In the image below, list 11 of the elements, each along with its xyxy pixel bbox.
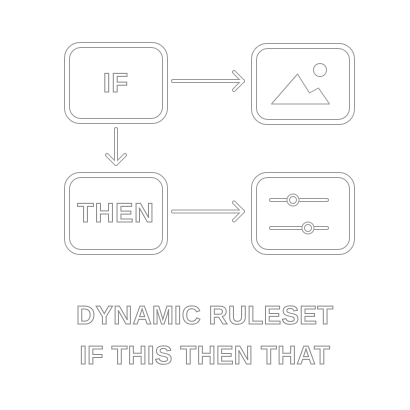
rounded-box (64, 172, 168, 255)
rounded-box (64, 42, 168, 124)
arrow (171, 200, 245, 222)
rounded-box (251, 172, 355, 255)
rounded-box (251, 43, 355, 125)
arrow (171, 70, 245, 92)
box-label: IF (103, 70, 129, 96)
box-label: THEN (77, 200, 155, 227)
caption-text: DYNAMIC RULESET (76, 300, 334, 330)
arrow (105, 127, 127, 166)
caption-text: IF THIS THEN THAT (80, 340, 330, 370)
